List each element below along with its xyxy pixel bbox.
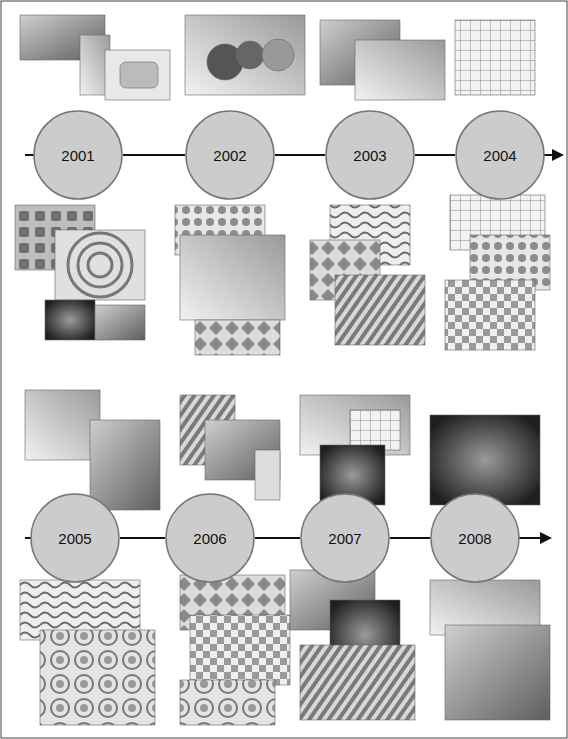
- year-circle: 2001: [33, 110, 123, 200]
- year-circle: 2004: [455, 110, 545, 200]
- year-label: 2008: [430, 530, 520, 547]
- year-circle: 2003: [325, 110, 415, 200]
- year-label: 2006: [165, 530, 255, 547]
- year-label: 2004: [455, 147, 545, 164]
- year-label: 2005: [30, 530, 120, 547]
- timeline-segment: [120, 537, 165, 539]
- year-circle: 2005: [30, 493, 120, 583]
- year-circle: 2002: [185, 110, 275, 200]
- year-label: 2003: [325, 147, 415, 164]
- timeline-segment: [275, 154, 325, 156]
- year-circle: 2006: [165, 493, 255, 583]
- year-label: 2007: [300, 530, 390, 547]
- timeline-segment: [415, 154, 455, 156]
- timeline-segment: [123, 154, 185, 156]
- timeline-segment: [255, 537, 300, 539]
- year-label: 2002: [185, 147, 275, 164]
- year-circle: 2008: [430, 493, 520, 583]
- year-label: 2001: [33, 147, 123, 164]
- year-circle: 2007: [300, 493, 390, 583]
- timeline-segment: [390, 537, 430, 539]
